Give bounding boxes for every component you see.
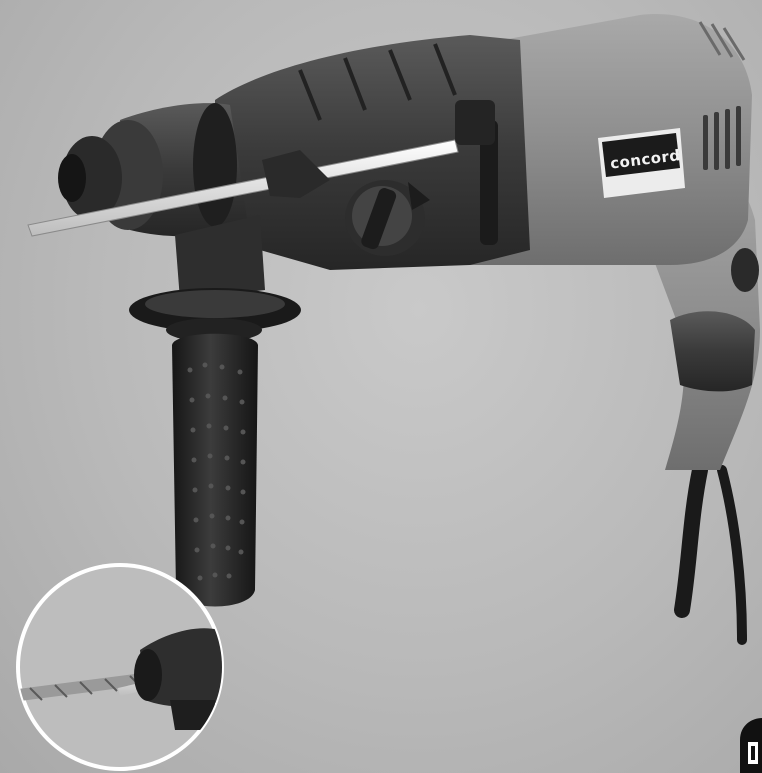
rotary-knob-icon bbox=[345, 180, 430, 256]
detail-inset bbox=[16, 563, 224, 771]
corner-badge-icon bbox=[740, 718, 762, 773]
auxiliary-grip bbox=[172, 333, 258, 607]
depth-stop-clamp bbox=[262, 150, 330, 198]
brand-badge: concord bbox=[598, 128, 685, 198]
vent-slots bbox=[703, 106, 741, 170]
gearbox-housing bbox=[215, 35, 530, 270]
power-cord bbox=[674, 462, 708, 618]
trigger-grip bbox=[670, 311, 755, 392]
auxiliary-handle-collar bbox=[129, 215, 301, 342]
